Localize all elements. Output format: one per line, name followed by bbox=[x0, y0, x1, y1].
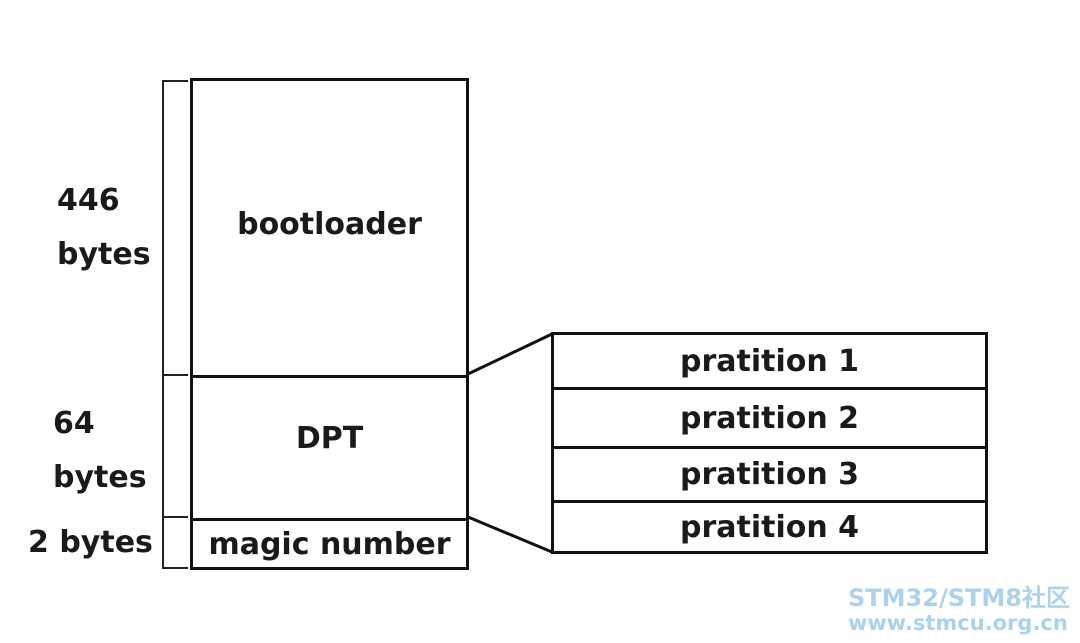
magic-size-label: 2 bytes bbox=[28, 525, 153, 560]
bootloader-label: bootloader bbox=[237, 206, 422, 242]
partition-row-2: pratition 2 bbox=[554, 390, 985, 446]
watermark-url: www.stmcu.org.cn bbox=[848, 611, 1068, 635]
bootloader-section: bootloader bbox=[193, 81, 466, 375]
dpt-section: DPT bbox=[193, 378, 466, 518]
bracket-tick-dpt bbox=[162, 374, 188, 376]
bootloader-size-unit: bytes bbox=[57, 237, 151, 272]
partition-row-1: pratition 1 bbox=[554, 335, 985, 387]
bracket-tick-top bbox=[162, 80, 188, 82]
magic-number-label: magic number bbox=[208, 526, 451, 562]
bracket-tick-magic bbox=[162, 516, 188, 518]
partition-table: pratition 1 pratition 2 pratition 3 prat… bbox=[551, 332, 988, 554]
bracket-tick-bottom bbox=[162, 567, 188, 569]
size-bracket bbox=[162, 80, 164, 569]
partition-divider-1 bbox=[554, 387, 985, 390]
partition-2-label: pratition 2 bbox=[679, 400, 860, 436]
connector-bottom bbox=[467, 515, 553, 554]
partition-3-label: pratition 3 bbox=[679, 457, 860, 492]
mbr-block: bootloader DPT magic number bbox=[190, 78, 469, 570]
partition-row-3: pratition 3 bbox=[554, 449, 985, 500]
connector-top bbox=[467, 332, 553, 376]
partition-4-label: pratition 4 bbox=[679, 509, 860, 545]
partition-divider-2 bbox=[554, 446, 985, 449]
bootloader-size-value: 446 bbox=[57, 183, 120, 218]
dpt-label: DPT bbox=[295, 420, 364, 456]
partition-row-4: pratition 4 bbox=[554, 503, 985, 551]
dpt-size-value: 64 bbox=[53, 406, 95, 441]
divider-dpt bbox=[193, 375, 466, 378]
partition-divider-3 bbox=[554, 500, 985, 503]
divider-magic bbox=[193, 518, 466, 521]
watermark-title: STM32/STM8社区 bbox=[848, 584, 1070, 612]
magic-number-section: magic number bbox=[193, 521, 466, 567]
partition-1-label: pratition 1 bbox=[679, 343, 860, 379]
dpt-size-unit: bytes bbox=[53, 460, 147, 495]
